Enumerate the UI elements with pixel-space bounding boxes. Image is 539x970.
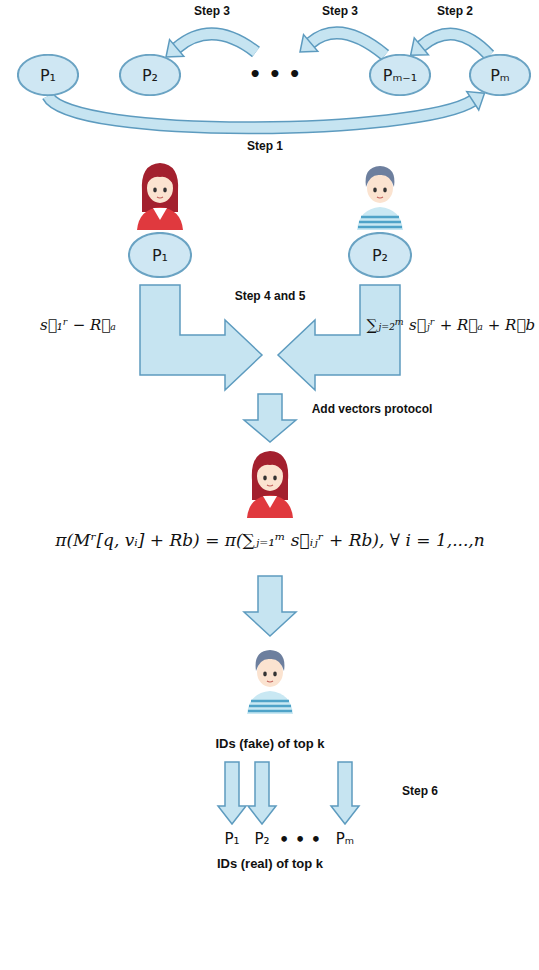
process-circle: P₁ bbox=[17, 54, 79, 96]
formula-text: ∑ⱼ₌₂ᵐ s⃗ⱼʳ + R⃗ₐ + R⃗b bbox=[367, 316, 535, 334]
node-label: Pₘ bbox=[490, 66, 510, 85]
ellipsis: • • • bbox=[279, 830, 321, 849]
arrow-head bbox=[411, 38, 429, 55]
step-label: Step 3 bbox=[194, 4, 230, 18]
circle-shape bbox=[129, 233, 191, 277]
person-icon bbox=[137, 163, 183, 230]
circle-shape bbox=[18, 55, 78, 95]
circle-shape bbox=[370, 55, 430, 95]
party-name: Pₘ bbox=[336, 830, 354, 848]
formula-text: π(Mʳ[q, vᵢ] + Rb) = π(∑ⱼ₌₁ᵐ s⃗ᵢⱼʳ + Rb),… bbox=[55, 530, 484, 550]
circle-shape bbox=[349, 233, 411, 277]
block-arrow bbox=[218, 762, 246, 824]
process-circle: Pₘ bbox=[469, 54, 531, 96]
block-arrow bbox=[244, 394, 296, 442]
step-label: Step 1 bbox=[247, 139, 283, 153]
arrow-body bbox=[311, 33, 385, 55]
step-label-text: Step 1 bbox=[247, 139, 283, 153]
step-label-text: Step 3 bbox=[322, 4, 358, 18]
circle-shape bbox=[120, 55, 180, 95]
block-arrow bbox=[248, 762, 276, 824]
note: IDs (fake) of top k bbox=[215, 736, 324, 751]
connector-arrow bbox=[411, 34, 490, 55]
formula-text: s⃗₁ʳ − R⃗ₐ bbox=[40, 316, 116, 334]
arrow-body bbox=[421, 34, 489, 55]
circle-shape bbox=[470, 55, 530, 95]
step-label: Step 2 bbox=[437, 4, 473, 18]
arrow-outline bbox=[177, 34, 256, 52]
party-name-text: Pₘ bbox=[336, 830, 354, 848]
person-icon bbox=[357, 166, 403, 230]
party-name: P₂ bbox=[254, 830, 269, 848]
person-icon bbox=[247, 451, 293, 518]
arrow-outline bbox=[311, 33, 385, 55]
ellipsis: • • • bbox=[249, 62, 301, 86]
note-text: IDs (fake) of top k bbox=[215, 736, 324, 751]
connector-arrow bbox=[48, 92, 485, 128]
ellipsis-text: • • • bbox=[249, 62, 301, 86]
arrow-body bbox=[48, 96, 473, 128]
arrow-body bbox=[177, 34, 256, 52]
party-name: P₁ bbox=[224, 830, 239, 848]
step-arrows bbox=[166, 33, 385, 57]
party-name-text: P₁ bbox=[224, 830, 239, 848]
step-label: Step 4 and 5 bbox=[235, 289, 306, 303]
arrow-outline bbox=[48, 96, 473, 128]
process-circle: P₁ bbox=[128, 232, 192, 278]
step-label: Step 6 bbox=[402, 784, 438, 798]
step-label-text: Step 6 bbox=[402, 784, 438, 798]
arrow-outline bbox=[421, 34, 489, 55]
note-text: IDs (real) of top k bbox=[217, 856, 323, 871]
arrow-head bbox=[166, 40, 184, 57]
step-label-text: Step 2 bbox=[437, 4, 473, 18]
arrow-head bbox=[300, 35, 318, 52]
note: Add vectors protocol bbox=[312, 402, 433, 416]
node-label: P₂ bbox=[372, 246, 388, 265]
person-icon bbox=[247, 650, 293, 714]
formula: π(Mʳ[q, vᵢ] + Rb) = π(∑ⱼ₌₁ᵐ s⃗ᵢⱼʳ + Rb),… bbox=[55, 530, 484, 550]
ellipsis-text: • • • bbox=[279, 830, 321, 849]
process-circle: P₂ bbox=[119, 54, 181, 96]
note: IDs (real) of top k bbox=[217, 856, 323, 871]
process-circle: Pₘ₋₁ bbox=[369, 54, 431, 96]
formula: ∑ⱼ₌₂ᵐ s⃗ⱼʳ + R⃗ₐ + R⃗b bbox=[367, 316, 535, 334]
node-label: P₁ bbox=[152, 246, 168, 265]
block-arrow bbox=[331, 762, 359, 824]
process-circle: P₂ bbox=[348, 232, 412, 278]
step-label: Step 3 bbox=[322, 4, 358, 18]
formula: s⃗₁ʳ − R⃗ₐ bbox=[40, 316, 116, 334]
block-arrow bbox=[244, 576, 296, 636]
arrow-head bbox=[467, 92, 485, 110]
step-label-text: Step 4 and 5 bbox=[235, 289, 306, 303]
party-name-text: P₂ bbox=[254, 830, 269, 848]
node-label: P₁ bbox=[40, 66, 56, 85]
note-text: Add vectors protocol bbox=[312, 402, 433, 416]
node-label: P₂ bbox=[142, 66, 158, 85]
node-label: Pₘ₋₁ bbox=[383, 66, 417, 85]
step-label-text: Step 3 bbox=[194, 4, 230, 18]
